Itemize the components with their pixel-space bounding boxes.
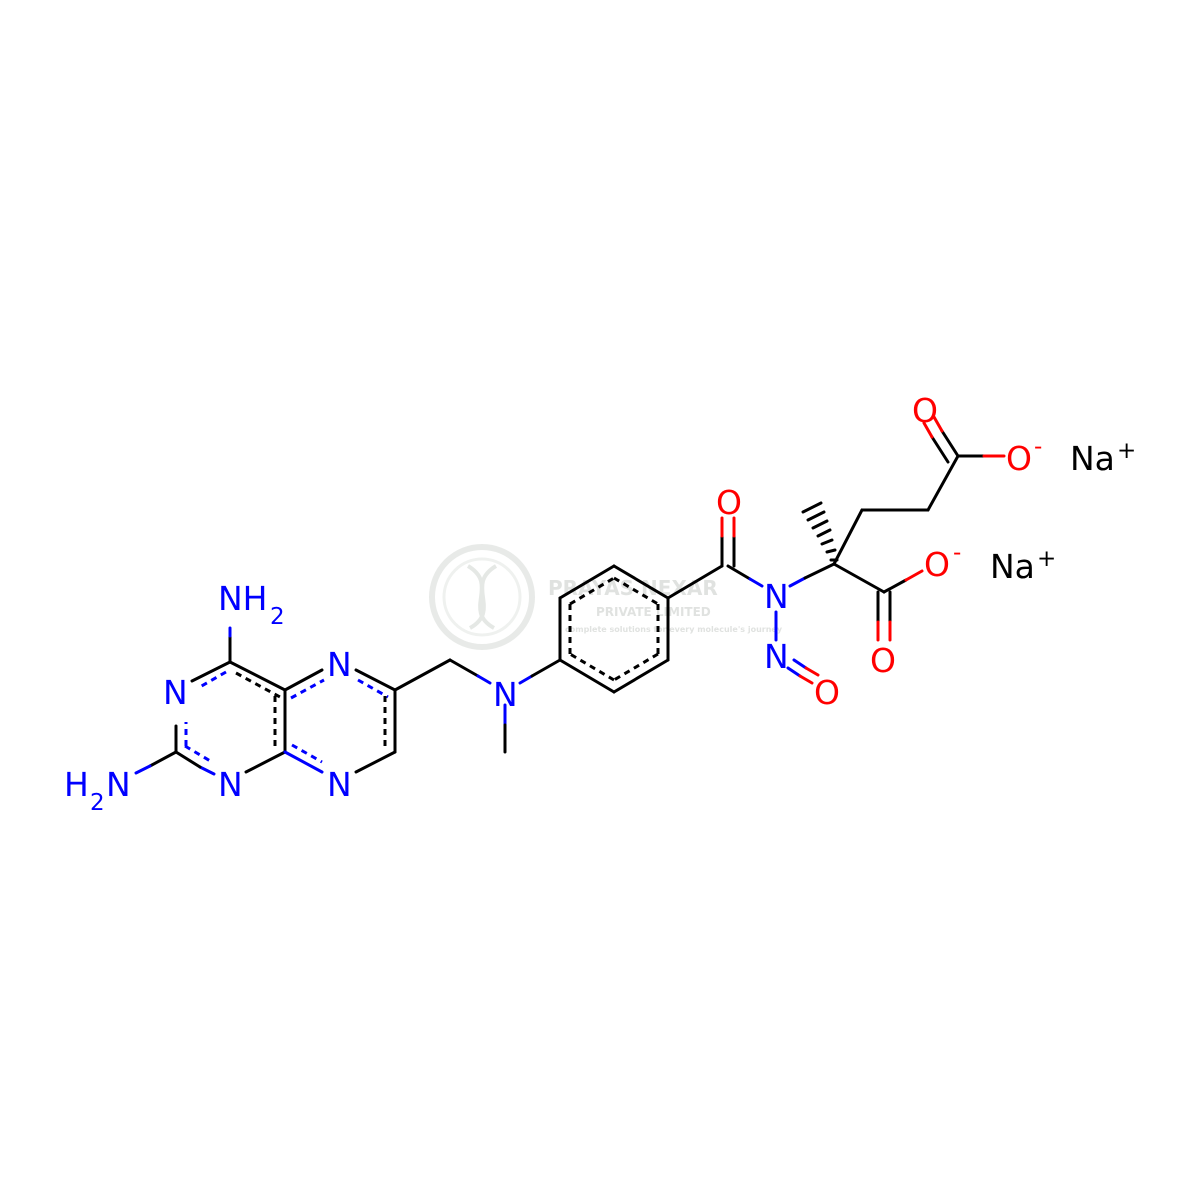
- sodium-ion-2-charge: +: [1037, 546, 1056, 572]
- atom-nh2-top: NH: [218, 579, 268, 618]
- counterions: Na + Na +: [990, 438, 1136, 586]
- bond-chain-3: [926, 454, 960, 512]
- watermark-line1: PRAYAS NEXAR: [548, 576, 718, 600]
- hashed-wedge-methyl: [801, 501, 839, 562]
- atom-h2n-h: H: [64, 765, 89, 804]
- sodium-ion-1-charge: +: [1117, 438, 1136, 464]
- watermark-line3: complete solutions for every molecule's …: [565, 625, 783, 634]
- atom-o-carboxyl-alpha-double: O: [870, 641, 896, 680]
- atom-o-carboxyl-top-anion: O: [1006, 439, 1032, 478]
- pteridine-ring: [134, 626, 397, 776]
- atom-o-carboxyl-top-double: O: [912, 391, 938, 430]
- atom-labels: NH 2 N N N N H 2 N N O N N O O O - O - O: [64, 391, 1042, 816]
- atom-n-nitroso: N: [764, 637, 789, 676]
- atom-n-pyrazine-top: N: [327, 645, 352, 684]
- atom-o-carboxyl-alpha-anion: O: [924, 545, 950, 584]
- bond-chain-1: [832, 508, 864, 566]
- atom-n-pyrazine-bottom: N: [327, 765, 352, 804]
- atom-o-carbonyl: O: [716, 483, 742, 522]
- atom-h2n-n: N: [106, 765, 131, 804]
- bond-aryl-carbonyl: [666, 564, 724, 600]
- bond-c-carboxyl: [832, 562, 886, 594]
- bond-ch2-1: [393, 658, 452, 692]
- benzene-ring: [558, 564, 670, 694]
- atom-o-nitroso: O: [814, 673, 840, 712]
- watermark: PRAYAS NEXAR PRIVATE LIMITED complete so…: [429, 544, 783, 650]
- atom-n-amine: N: [493, 675, 518, 714]
- atom-n-ring-bottom: N: [218, 765, 243, 804]
- atom-n-amide: N: [764, 577, 789, 616]
- sodium-ion-1: Na: [1070, 439, 1115, 478]
- atom-o-carboxyl-top-charge: -: [1034, 434, 1042, 460]
- atom-o-carboxyl-alpha-charge: -: [953, 540, 961, 566]
- bond-ch2-2: [448, 658, 480, 678]
- atom-nh2-top-subscript: 2: [270, 604, 285, 630]
- sodium-ion-2: Na: [990, 547, 1035, 586]
- atom-h2n-subscript: 2: [90, 790, 105, 816]
- watermark-logo: [429, 544, 535, 650]
- watermark-line2: PRIVATE LIMITED: [596, 605, 711, 619]
- atom-n-ring-left: N: [163, 673, 188, 712]
